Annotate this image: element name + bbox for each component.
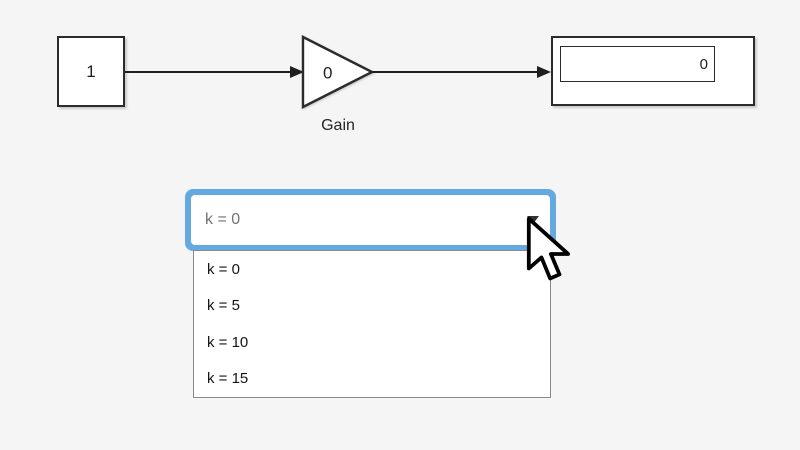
dropdown-option[interactable]: k = 5	[207, 297, 240, 315]
display-value: 0	[560, 46, 715, 82]
dropdown-option[interactable]: k = 10	[207, 333, 249, 351]
signal-line[interactable]	[125, 71, 290, 73]
k-dropdown-selected-value: k = 0	[205, 211, 241, 228]
dropdown-option[interactable]: k = 0	[207, 260, 240, 278]
gain-block-label: Gain	[321, 117, 355, 134]
k-dropdown[interactable]: k = 0	[191, 195, 550, 245]
dropdown-option[interactable]: k = 15	[207, 370, 249, 388]
k-dropdown-list: k = 0 k = 5 k = 10 k = 15	[193, 250, 551, 398]
k-dropdown-selection-frame: k = 0	[185, 189, 556, 251]
constant-block-value: 1	[86, 61, 96, 81]
gain-block-value: 0	[323, 64, 332, 83]
arrowhead-icon	[537, 65, 551, 78]
arrowhead-icon	[290, 65, 304, 78]
mouse-cursor-icon	[526, 216, 570, 281]
constant-block[interactable]: 1	[57, 36, 125, 107]
display-block[interactable]: 0	[551, 36, 755, 106]
gain-block[interactable]: 0	[301, 35, 375, 110]
signal-line[interactable]	[371, 71, 537, 73]
